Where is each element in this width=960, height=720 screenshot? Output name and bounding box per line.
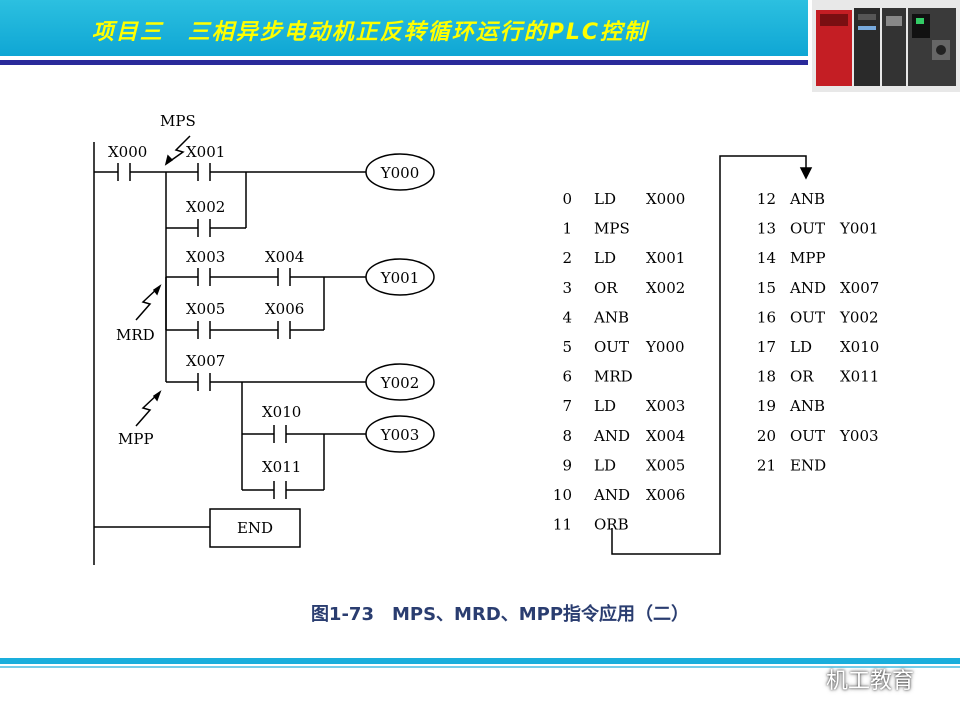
program-step: 2 [562,249,572,267]
program-op: LD [594,190,616,208]
coil-label: Y002 [380,374,420,392]
coil-label: Y001 [380,269,420,287]
mrd-arrow-icon [135,285,161,321]
coil-label: Y003 [380,426,420,444]
program-step: 17 [757,338,776,356]
contact-label: X000 [108,143,147,161]
footer-rule-thin [0,666,960,668]
title-bar: 项目三 三相异步电动机正反转循环运行的PLC控制 [0,0,808,56]
coil-y001 [365,258,435,296]
contact-label: X002 [186,198,225,216]
slide-title: 项目三 三相异步电动机正反转循环运行的PLC控制 [91,20,648,45]
annotation-mrd: MRD [116,326,155,344]
program-arg: X006 [646,486,685,504]
listing-connector [611,155,807,555]
contact-label: X004 [265,248,304,266]
program-step: 3 [562,279,572,297]
contact-label: X001 [186,143,225,161]
contact-label: X010 [262,403,301,421]
annotation-mps: MPS [160,112,196,130]
program-step: 14 [757,249,776,267]
program-step: 7 [562,397,572,415]
program-step: 11 [553,516,572,534]
program-op: ORB [594,516,629,534]
program-op: AND [593,427,630,445]
program-step: 10 [553,486,572,504]
program-arg: Y003 [839,427,879,445]
program-arg: Y001 [839,220,879,238]
footer-rule [0,658,960,664]
program-op: OUT [790,308,825,326]
program-arg: X005 [646,456,685,474]
program-op: OR [790,368,814,386]
program-op: ANB [789,190,825,208]
program-step: 8 [562,427,572,445]
program-step: 4 [562,308,572,326]
program-arg: X002 [646,279,685,297]
program-op: LD [594,456,616,474]
program-op: MPS [594,220,630,238]
mps-arrow-icon [165,135,191,165]
program-arg: X007 [840,279,879,297]
program-step: 9 [562,456,572,474]
program-step: 13 [757,220,776,238]
program-op: OUT [594,338,629,356]
program-step: 5 [562,338,572,356]
program-arg: Y002 [839,308,879,326]
program-step: 0 [562,190,572,208]
program-arg: X001 [646,249,685,267]
program-op: ANB [593,308,629,326]
program-step: 19 [757,397,776,415]
ladder-and-program-diagram: X000 X001 X002 X003 X004 X005 X006 X007 … [93,112,879,565]
program-arg: X003 [646,397,685,415]
program-op: LD [594,397,616,415]
program-step: 6 [562,368,572,386]
figure-caption: 图1-73 MPS、MRD、MPP指令应用（二） [310,604,690,625]
program-op: MPP [790,249,826,267]
program-op: OUT [790,427,825,445]
program-op: ANB [789,397,825,415]
plc-hardware-image [812,0,960,92]
program-step: 1 [562,220,572,238]
contact-label: X007 [186,352,225,370]
wechat-icon [790,668,817,690]
program-step: 16 [757,308,776,326]
program-arg: X011 [840,368,879,386]
end-box [209,508,301,548]
program-op: MRD [594,368,633,386]
program-step: 20 [757,427,776,445]
slide-header: 项目三 三相异步电动机正反转循环运行的PLC控制 [0,0,960,92]
program-step: 18 [757,368,776,386]
program-op: LD [594,249,616,267]
program-step: 12 [757,190,776,208]
program-arg: X000 [646,190,685,208]
program-step: 15 [757,279,776,297]
program-step: 21 [757,456,776,474]
annotation-mpp: MPP [118,430,154,448]
watermark: 机工教育 [790,664,914,694]
program-op: OR [594,279,618,297]
coil-y003 [365,415,435,453]
coil-y002 [365,363,435,401]
mpp-arrow-icon [135,391,161,427]
program-arg: X010 [840,338,879,356]
program-op: LD [790,338,812,356]
coil-y000 [365,153,435,191]
contact-label: X003 [186,248,225,266]
program-op: END [790,456,826,474]
contact-label: X006 [265,300,304,318]
program-op: AND [789,279,826,297]
contact-label: X005 [186,300,225,318]
watermark-text: 机工教育 [826,669,915,694]
coil-label: Y000 [380,164,420,182]
program-op: AND [593,486,630,504]
program-op: OUT [790,220,825,238]
header-rule [0,60,808,65]
end-label: END [237,519,273,537]
contact-label: X011 [262,458,301,476]
program-arg: X004 [646,427,685,445]
program-arg: Y000 [645,338,685,356]
